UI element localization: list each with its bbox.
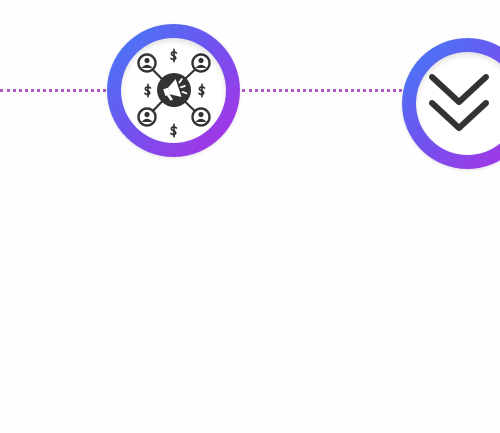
step-badge-marketing — [107, 24, 240, 157]
marketing-network-icon — [137, 48, 211, 138]
timeline-connector-middle — [242, 89, 402, 92]
step-badge-inner — [121, 38, 226, 143]
double-chevron-down-icon — [429, 74, 489, 131]
timeline-connector-left — [0, 89, 106, 92]
step-badge-inner — [416, 52, 500, 155]
step-badge-next — [402, 38, 500, 169]
